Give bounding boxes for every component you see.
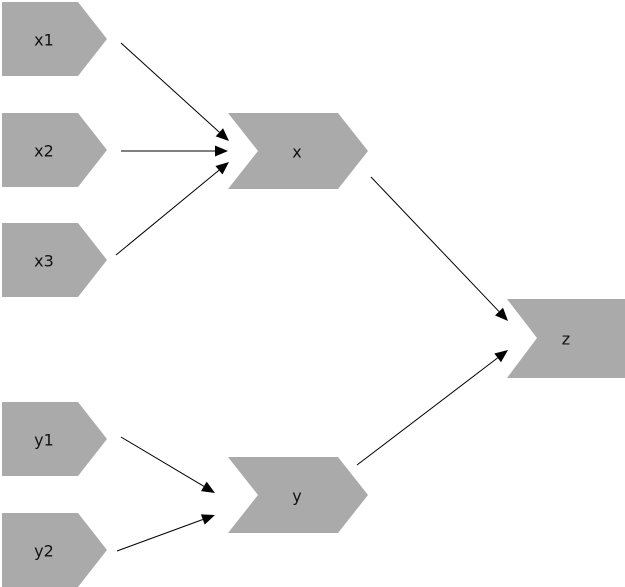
node-y1-label: y1: [34, 431, 54, 450]
edge-line: [115, 169, 220, 256]
node-x3-shape: [2, 223, 107, 297]
node-x-label: x: [292, 143, 301, 162]
node-y: y: [228, 457, 368, 533]
edge-line: [120, 42, 220, 133]
node-y1: y1: [2, 402, 107, 476]
edge-line: [356, 357, 498, 466]
arrow-head: [201, 481, 215, 493]
node-x1-shape: [2, 2, 107, 76]
edges-layer: [115, 42, 508, 552]
edge-y-to-z: [356, 350, 508, 466]
node-x: x: [228, 113, 368, 189]
node-z: z: [507, 299, 625, 378]
node-x2-label: x2: [34, 142, 54, 161]
node-z-shape: [507, 299, 625, 378]
edge-line: [116, 519, 203, 552]
node-y2: y2: [2, 513, 107, 587]
edge-x1-to-x: [120, 42, 229, 141]
node-x1-label: x1: [34, 31, 54, 50]
node-x2-shape: [2, 113, 107, 187]
node-y-shape: [228, 457, 368, 533]
edge-x3-to-x: [115, 162, 229, 256]
node-x3: x3: [2, 223, 107, 297]
node-x2: x2: [2, 113, 107, 187]
arrow-head: [494, 350, 508, 363]
edge-line: [120, 436, 205, 487]
edge-line: [370, 176, 500, 312]
node-y-label: y: [292, 487, 301, 506]
node-x3-label: x3: [34, 252, 54, 271]
node-y2-shape: [2, 513, 107, 587]
arrow-head: [215, 145, 228, 157]
node-x1: x1: [2, 2, 107, 76]
arrow-head: [200, 514, 215, 525]
arrow-head: [215, 162, 229, 175]
arrow-head: [495, 307, 508, 321]
edge-x-to-z: [370, 176, 508, 321]
node-z-label: z: [562, 330, 570, 349]
edge-x2-to-x: [121, 145, 228, 157]
edge-y1-to-y: [120, 436, 215, 493]
node-y1-shape: [2, 402, 107, 476]
node-y2-label: y2: [34, 542, 54, 561]
node-x-shape: [228, 113, 368, 189]
edge-y2-to-y: [116, 514, 215, 552]
arrow-head: [215, 128, 229, 141]
